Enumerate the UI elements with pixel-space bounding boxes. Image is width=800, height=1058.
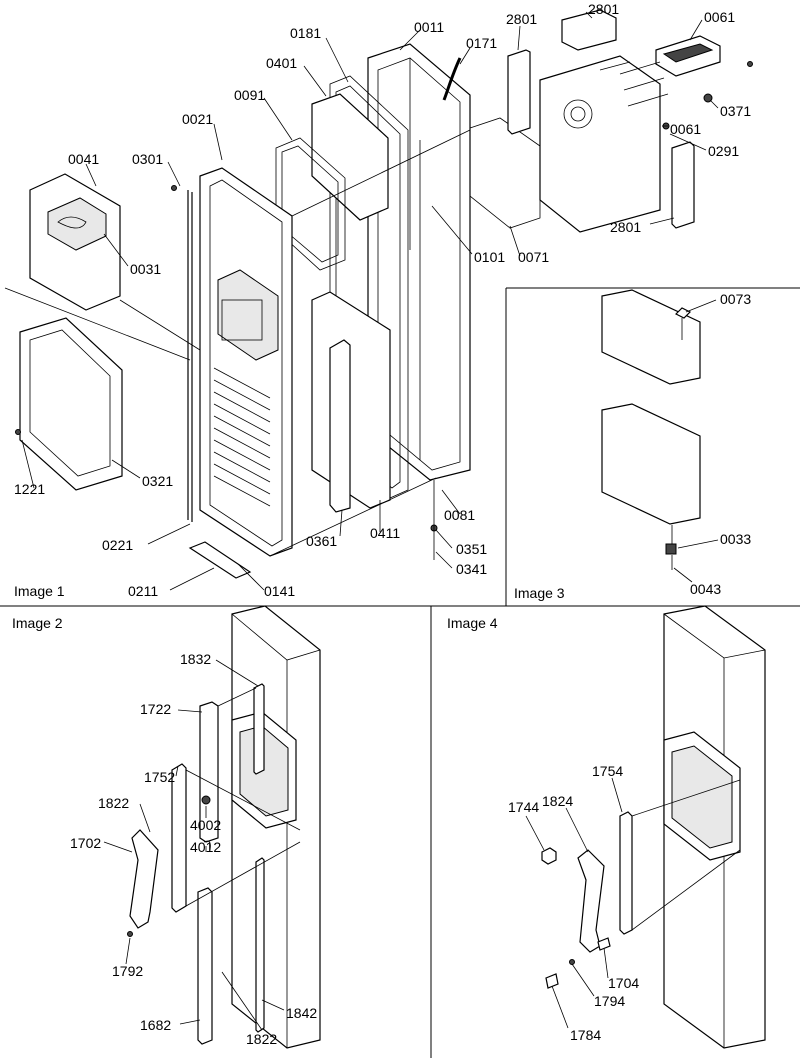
callout-0073: 0073 <box>720 291 751 307</box>
callout-0081: 0081 <box>444 507 475 523</box>
callout-1221: 1221 <box>14 481 45 497</box>
callout-0041: 0041 <box>68 151 99 167</box>
callout-0361: 0361 <box>306 533 337 549</box>
callout-0101: 0101 <box>474 249 505 265</box>
callout-1842: 1842 <box>286 1005 317 1021</box>
callout-1702: 1702 <box>70 835 101 851</box>
callout-0371: 0371 <box>720 103 751 119</box>
image3-callouts: 0073 0033 0043 <box>690 291 751 597</box>
callout-0043: 0043 <box>690 581 721 597</box>
callout-0091: 0091 <box>234 87 265 103</box>
panel-label-image2: Image 2 <box>12 615 63 631</box>
callout-0341: 0341 <box>456 561 487 577</box>
callout-1832: 1832 <box>180 651 211 667</box>
image2-drawing <box>127 605 321 1049</box>
image4-callouts: 1824 1754 1744 1704 1794 1784 <box>508 763 639 1043</box>
leader-lines <box>21 11 719 1031</box>
image2-callouts: 1832 1722 1752 1822 4002 1702 4012 1792 … <box>70 651 317 1047</box>
callout-2801-b: 2801 <box>588 1 619 17</box>
image3-drawing <box>601 289 701 570</box>
callout-0141: 0141 <box>264 583 295 599</box>
callout-1752: 1752 <box>144 769 175 785</box>
callout-0301: 0301 <box>132 151 163 167</box>
callout-2801-c: 2801 <box>610 219 641 235</box>
callout-1722: 1722 <box>140 701 171 717</box>
callout-0071: 0071 <box>518 249 549 265</box>
callout-0011: 0011 <box>414 19 444 35</box>
callout-0061-a: 0061 <box>704 9 735 25</box>
callout-2801-a: 2801 <box>506 11 537 27</box>
callout-0171: 0171 <box>466 35 497 51</box>
callout-0033: 0033 <box>720 531 751 547</box>
callout-0351: 0351 <box>456 541 487 557</box>
callout-0061-b: 0061 <box>670 121 701 137</box>
callout-0221: 0221 <box>102 537 133 553</box>
image1-drawing <box>4 9 753 579</box>
callout-1754: 1754 <box>592 763 623 779</box>
image1-callouts: 0011 0171 2801 2801 0061 0181 0401 0091 … <box>14 1 751 599</box>
callout-1744: 1744 <box>508 799 539 815</box>
callout-0401: 0401 <box>266 55 297 71</box>
callout-1822-b: 1822 <box>246 1031 277 1047</box>
callout-1704: 1704 <box>608 975 639 991</box>
panel-label-image1: Image 1 <box>14 583 65 599</box>
callout-0211: 0211 <box>128 583 158 599</box>
callout-4002: 4002 <box>190 817 221 833</box>
callout-0021: 0021 <box>182 111 213 127</box>
panel-label-image3: Image 3 <box>514 585 565 601</box>
callout-1822-a: 1822 <box>98 795 129 811</box>
callout-1794: 1794 <box>594 993 625 1009</box>
callout-1824: 1824 <box>542 793 573 809</box>
callout-0291: 0291 <box>708 143 739 159</box>
image4-drawing <box>541 605 766 1049</box>
callout-4012: 4012 <box>190 839 221 855</box>
callout-1792: 1792 <box>112 963 143 979</box>
callout-0031: 0031 <box>130 261 161 277</box>
callout-0181: 0181 <box>290 25 321 41</box>
callout-0411: 0411 <box>370 525 400 541</box>
callout-1784: 1784 <box>570 1027 601 1043</box>
callout-0321: 0321 <box>142 473 173 489</box>
callout-1682: 1682 <box>140 1017 171 1033</box>
panel-label-image4: Image 4 <box>447 615 498 631</box>
